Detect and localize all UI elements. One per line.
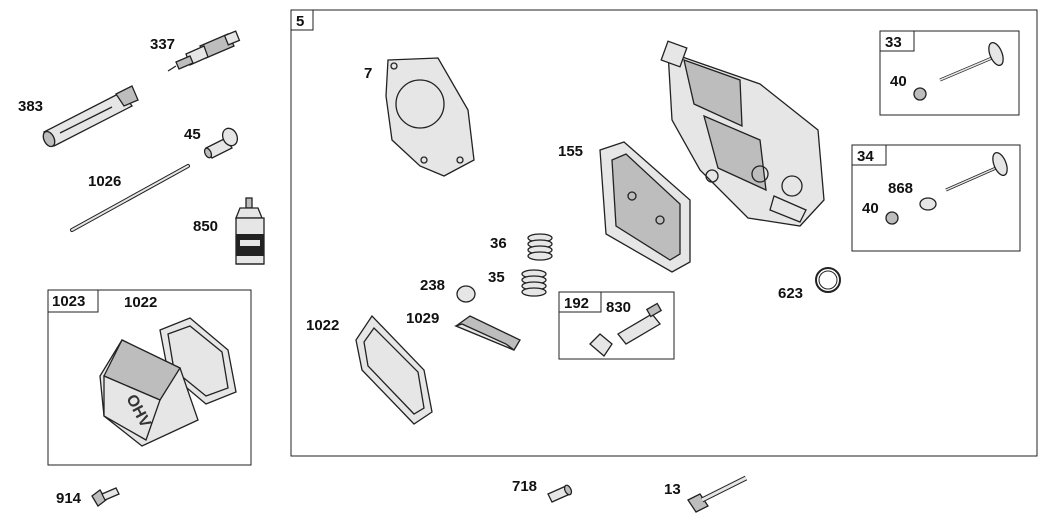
label-623: 623 [778, 285, 803, 302]
label-718: 718 [512, 478, 537, 495]
label-1022-b: 1022 [306, 317, 339, 334]
head-bolt-icon [687, 475, 748, 513]
label-40-b: 40 [862, 200, 879, 217]
label-383: 383 [18, 98, 43, 115]
label-868: 868 [888, 180, 913, 197]
frame-5-tab [290, 9, 314, 31]
o-ring-icon [815, 267, 841, 293]
spring-36-icon [527, 233, 553, 261]
frame-192 [558, 291, 675, 360]
label-238: 238 [420, 277, 445, 294]
frame-1023-tab [47, 289, 99, 313]
spring-35-icon [521, 269, 547, 297]
exhaust-valve-icon [885, 151, 1008, 225]
deflector-icon [454, 315, 521, 351]
label-1023: 1023 [52, 293, 85, 310]
label-33: 33 [885, 34, 902, 51]
valve-cover-assembly-icon: OHV [99, 317, 237, 447]
label-36: 36 [490, 235, 507, 252]
label-40-a: 40 [890, 73, 907, 90]
breather-fitting-icon [589, 302, 663, 357]
label-45: 45 [184, 126, 201, 143]
frame-34 [851, 144, 1021, 252]
intake-valve-icon [913, 41, 1004, 101]
spark-plug-boot-icon [42, 85, 139, 148]
dowel-pin-icon [547, 484, 573, 503]
label-1022-a: 1022 [124, 294, 157, 311]
label-13: 13 [664, 481, 681, 498]
sealant-tube-icon [235, 197, 265, 265]
cylinder-head-icon [660, 40, 825, 227]
frame-34-tab [851, 144, 887, 166]
label-192: 192 [564, 295, 589, 312]
bolt-914-icon [91, 487, 120, 507]
frame-5 [290, 9, 1038, 457]
frame-192-tab [558, 291, 602, 313]
label-914: 914 [56, 490, 82, 507]
label-35: 35 [488, 269, 505, 286]
label-830: 830 [606, 299, 631, 316]
valve-cap-icon [456, 285, 476, 303]
push-rod-icon [70, 164, 190, 232]
frame-1023 [47, 289, 252, 466]
label-337: 337 [150, 36, 175, 53]
spark-plug-icon [167, 30, 241, 72]
label-34: 34 [857, 148, 874, 165]
label-5: 5 [296, 13, 304, 30]
label-7: 7 [364, 65, 372, 82]
frame-33 [879, 30, 1020, 116]
label-1026: 1026 [88, 173, 121, 190]
valve-cover-gasket-icon [355, 314, 433, 425]
rocker-cover-icon [599, 141, 691, 273]
label-155: 155 [558, 143, 583, 160]
frame-33-tab [879, 30, 915, 52]
pin-icon [203, 127, 239, 159]
head-gasket-icon [385, 57, 475, 177]
label-1029: 1029 [406, 310, 439, 327]
label-850: 850 [193, 218, 218, 235]
